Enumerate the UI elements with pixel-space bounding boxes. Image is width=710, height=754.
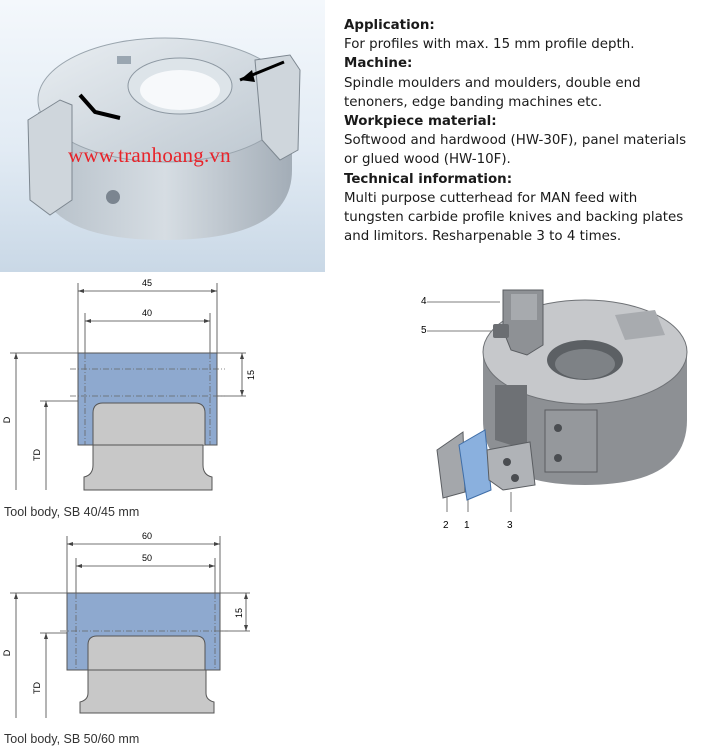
workpiece-text-line-2: or glued wood (HW-10F). bbox=[344, 152, 511, 168]
tool-body-drawing-50-60: 60 50 15 D TD bbox=[2, 531, 250, 718]
dim-inner-width: 50 bbox=[142, 553, 152, 563]
tool-body-drawing-40-45: 45 40 15 D TD bbox=[2, 278, 256, 491]
dim-outer-width: 60 bbox=[142, 531, 152, 541]
part-label-5: 5 bbox=[421, 325, 427, 336]
machine-text-line-1: Spindle moulders and moulders, double en… bbox=[344, 75, 641, 91]
caption-sb-40-45: Tool body, SB 40/45 mm bbox=[4, 505, 140, 519]
machine-text-line-2: tenoners, edge banding machines etc. bbox=[344, 94, 603, 110]
dim-outer-width: 45 bbox=[142, 278, 152, 288]
label-td: TD bbox=[32, 449, 42, 461]
application-heading: Application: bbox=[344, 18, 435, 33]
cutterhead-illustration bbox=[27, 37, 301, 240]
dim-profile-depth: 15 bbox=[246, 370, 256, 380]
workpiece-text-line-1: Softwood and hardwood (HW-30F), panel ma… bbox=[344, 133, 687, 149]
machine-heading: Machine: bbox=[344, 56, 413, 72]
exploded-view-illustration: 4 5 2 1 3 bbox=[421, 289, 688, 531]
label-td: TD bbox=[32, 682, 42, 694]
dim-inner-width: 40 bbox=[142, 308, 152, 318]
caption-sb-50-60: Tool body, SB 50/60 mm bbox=[4, 732, 140, 746]
application-text: For profiles with max. 15 mm profile dep… bbox=[344, 37, 635, 53]
product-photo: www.tranhoang.vn bbox=[0, 0, 325, 272]
info-panel: Application: For profiles with max. 15 m… bbox=[344, 16, 710, 246]
label-d: D bbox=[2, 649, 12, 656]
workpiece-heading: Workpiece material: bbox=[344, 114, 497, 130]
part-label-3: 3 bbox=[507, 520, 513, 531]
part-label-4: 4 bbox=[421, 296, 427, 307]
dim-profile-depth: 15 bbox=[234, 608, 244, 618]
tool-body-shank bbox=[83, 444, 213, 491]
website-watermark: www.tranhoang.vn bbox=[68, 143, 231, 167]
label-d: D bbox=[2, 416, 12, 423]
part-label-1: 1 bbox=[464, 520, 470, 531]
technical-text-line-1: Multi purpose cutterhead for MAN feed wi… bbox=[344, 190, 638, 206]
part-label-2: 2 bbox=[443, 520, 449, 531]
technical-heading: Technical information: bbox=[344, 171, 513, 187]
tool-body-shank bbox=[79, 669, 215, 714]
technical-text-line-2: tungsten carbide profile knives and back… bbox=[344, 210, 684, 226]
technical-text-line-3: and limitors. Resharpenable 3 to 4 times… bbox=[344, 229, 622, 245]
